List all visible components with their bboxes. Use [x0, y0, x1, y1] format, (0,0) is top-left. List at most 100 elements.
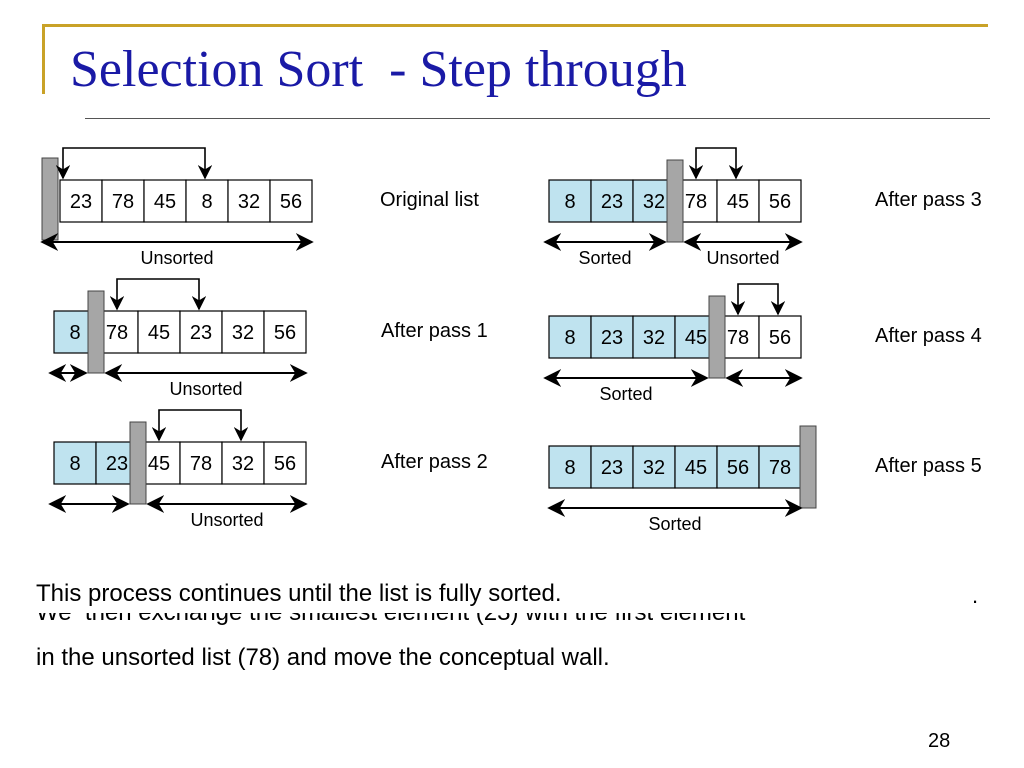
pass-label: After pass 1: [381, 320, 488, 342]
list-cell: [758, 445, 802, 489]
list-cell: [590, 315, 634, 359]
cell-value: 78: [190, 453, 212, 475]
cell-value: 8: [201, 191, 212, 213]
title-underline: [85, 118, 990, 119]
pass-row-4: [548, 283, 802, 379]
cell-value: 45: [685, 457, 707, 479]
list-cell: [137, 310, 181, 354]
unsorted-label: Unsorted: [140, 248, 213, 268]
cell-value: 23: [70, 191, 92, 213]
cell-value: 45: [685, 327, 707, 349]
cell-value: 56: [769, 191, 791, 213]
pass-row-0: [41, 147, 313, 241]
list-cell: [590, 179, 634, 223]
slide-title: Selection Sort - Step through: [70, 41, 687, 98]
conceptual-wall: [666, 159, 684, 243]
cell-value: 56: [274, 453, 296, 475]
frame-left-rule: [42, 24, 45, 94]
list-cell: [716, 179, 760, 223]
list-cell: [179, 441, 223, 485]
conceptual-wall: [708, 295, 726, 379]
cell-value: 32: [643, 327, 665, 349]
sorted-label: Sorted: [578, 248, 631, 268]
list-cell: [548, 315, 592, 359]
cell-value: 8: [564, 191, 575, 213]
pass-row-3: [548, 147, 802, 243]
list-cell: [185, 179, 229, 223]
list-cell: [632, 445, 676, 489]
cell-value: 32: [643, 457, 665, 479]
conceptual-wall: [799, 425, 817, 509]
swap-arrow: [688, 147, 744, 180]
cell-value: 56: [274, 322, 296, 344]
conceptual-wall: [41, 157, 59, 241]
cell-value: 23: [601, 191, 623, 213]
caption-obscured-line: We then exchange the smallest element (2…: [36, 613, 916, 639]
swap-arrow: [151, 409, 249, 442]
sorted-label: Sorted: [648, 514, 701, 534]
cell-value: 32: [643, 191, 665, 213]
cell-value: 23: [106, 453, 128, 475]
list-cell: [269, 179, 313, 223]
cell-value: 45: [727, 191, 749, 213]
list-cell: [221, 310, 265, 354]
conceptual-wall: [129, 421, 147, 505]
cell-value: 23: [601, 327, 623, 349]
conceptual-wall: [87, 290, 105, 374]
swap-arrow: [55, 147, 213, 180]
cell-value: 8: [69, 322, 80, 344]
cell-value: 23: [190, 322, 212, 344]
list-cell: [53, 441, 97, 485]
cell-value: 8: [69, 453, 80, 475]
swap-arrow: [730, 283, 786, 316]
list-cell: [758, 179, 802, 223]
sorted-label: Sorted: [599, 384, 652, 404]
cell-value: 56: [769, 327, 791, 349]
frame-top-rule: [42, 24, 988, 27]
cell-value: 78: [685, 191, 707, 213]
cell-value: 45: [148, 322, 170, 344]
pass-label: After pass 3: [875, 189, 982, 211]
caption-obscured-text: We then exchange the smallest element (2…: [36, 613, 745, 627]
cell-value: 78: [727, 327, 749, 349]
swap-arrow: [109, 278, 207, 311]
unsorted-label: Unsorted: [169, 379, 242, 399]
cell-value: 32: [238, 191, 260, 213]
list-cell: [263, 441, 307, 485]
list-cell: [143, 179, 187, 223]
unsorted-label: Unsorted: [706, 248, 779, 268]
list-cell: [674, 445, 718, 489]
list-cell: [227, 179, 271, 223]
cell-value: 78: [106, 322, 128, 344]
pass-row-2: [53, 409, 307, 505]
cell-value: 78: [769, 457, 791, 479]
pass-label: After pass 4: [875, 325, 982, 347]
unsorted-label: Unsorted: [190, 510, 263, 530]
cell-value: 56: [727, 457, 749, 479]
pass-label: After pass 2: [381, 451, 488, 473]
list-cell: [590, 445, 634, 489]
list-cell: [101, 179, 145, 223]
caption-line-2: in the unsorted list (78) and move the c…: [36, 644, 610, 671]
cell-value: 45: [154, 191, 176, 213]
list-cell: [263, 310, 307, 354]
pass-label: After pass 5: [875, 455, 982, 477]
caption-line-1: This process continues until the list is…: [36, 580, 562, 607]
cell-value: 32: [232, 322, 254, 344]
list-cell: [758, 315, 802, 359]
pass-label: Original list: [380, 189, 479, 211]
pass-row-1: [53, 278, 307, 374]
cell-value: 8: [564, 327, 575, 349]
stray-dot: .: [972, 583, 979, 608]
list-cell: [548, 445, 592, 489]
cell-value: 45: [148, 453, 170, 475]
cell-value: 56: [280, 191, 302, 213]
list-cell: [179, 310, 223, 354]
cell-value: 32: [232, 453, 254, 475]
cell-value: 8: [564, 457, 575, 479]
cell-value: 23: [601, 457, 623, 479]
cell-value: 78: [112, 191, 134, 213]
list-cell: [548, 179, 592, 223]
pass-row-5: [548, 425, 817, 509]
